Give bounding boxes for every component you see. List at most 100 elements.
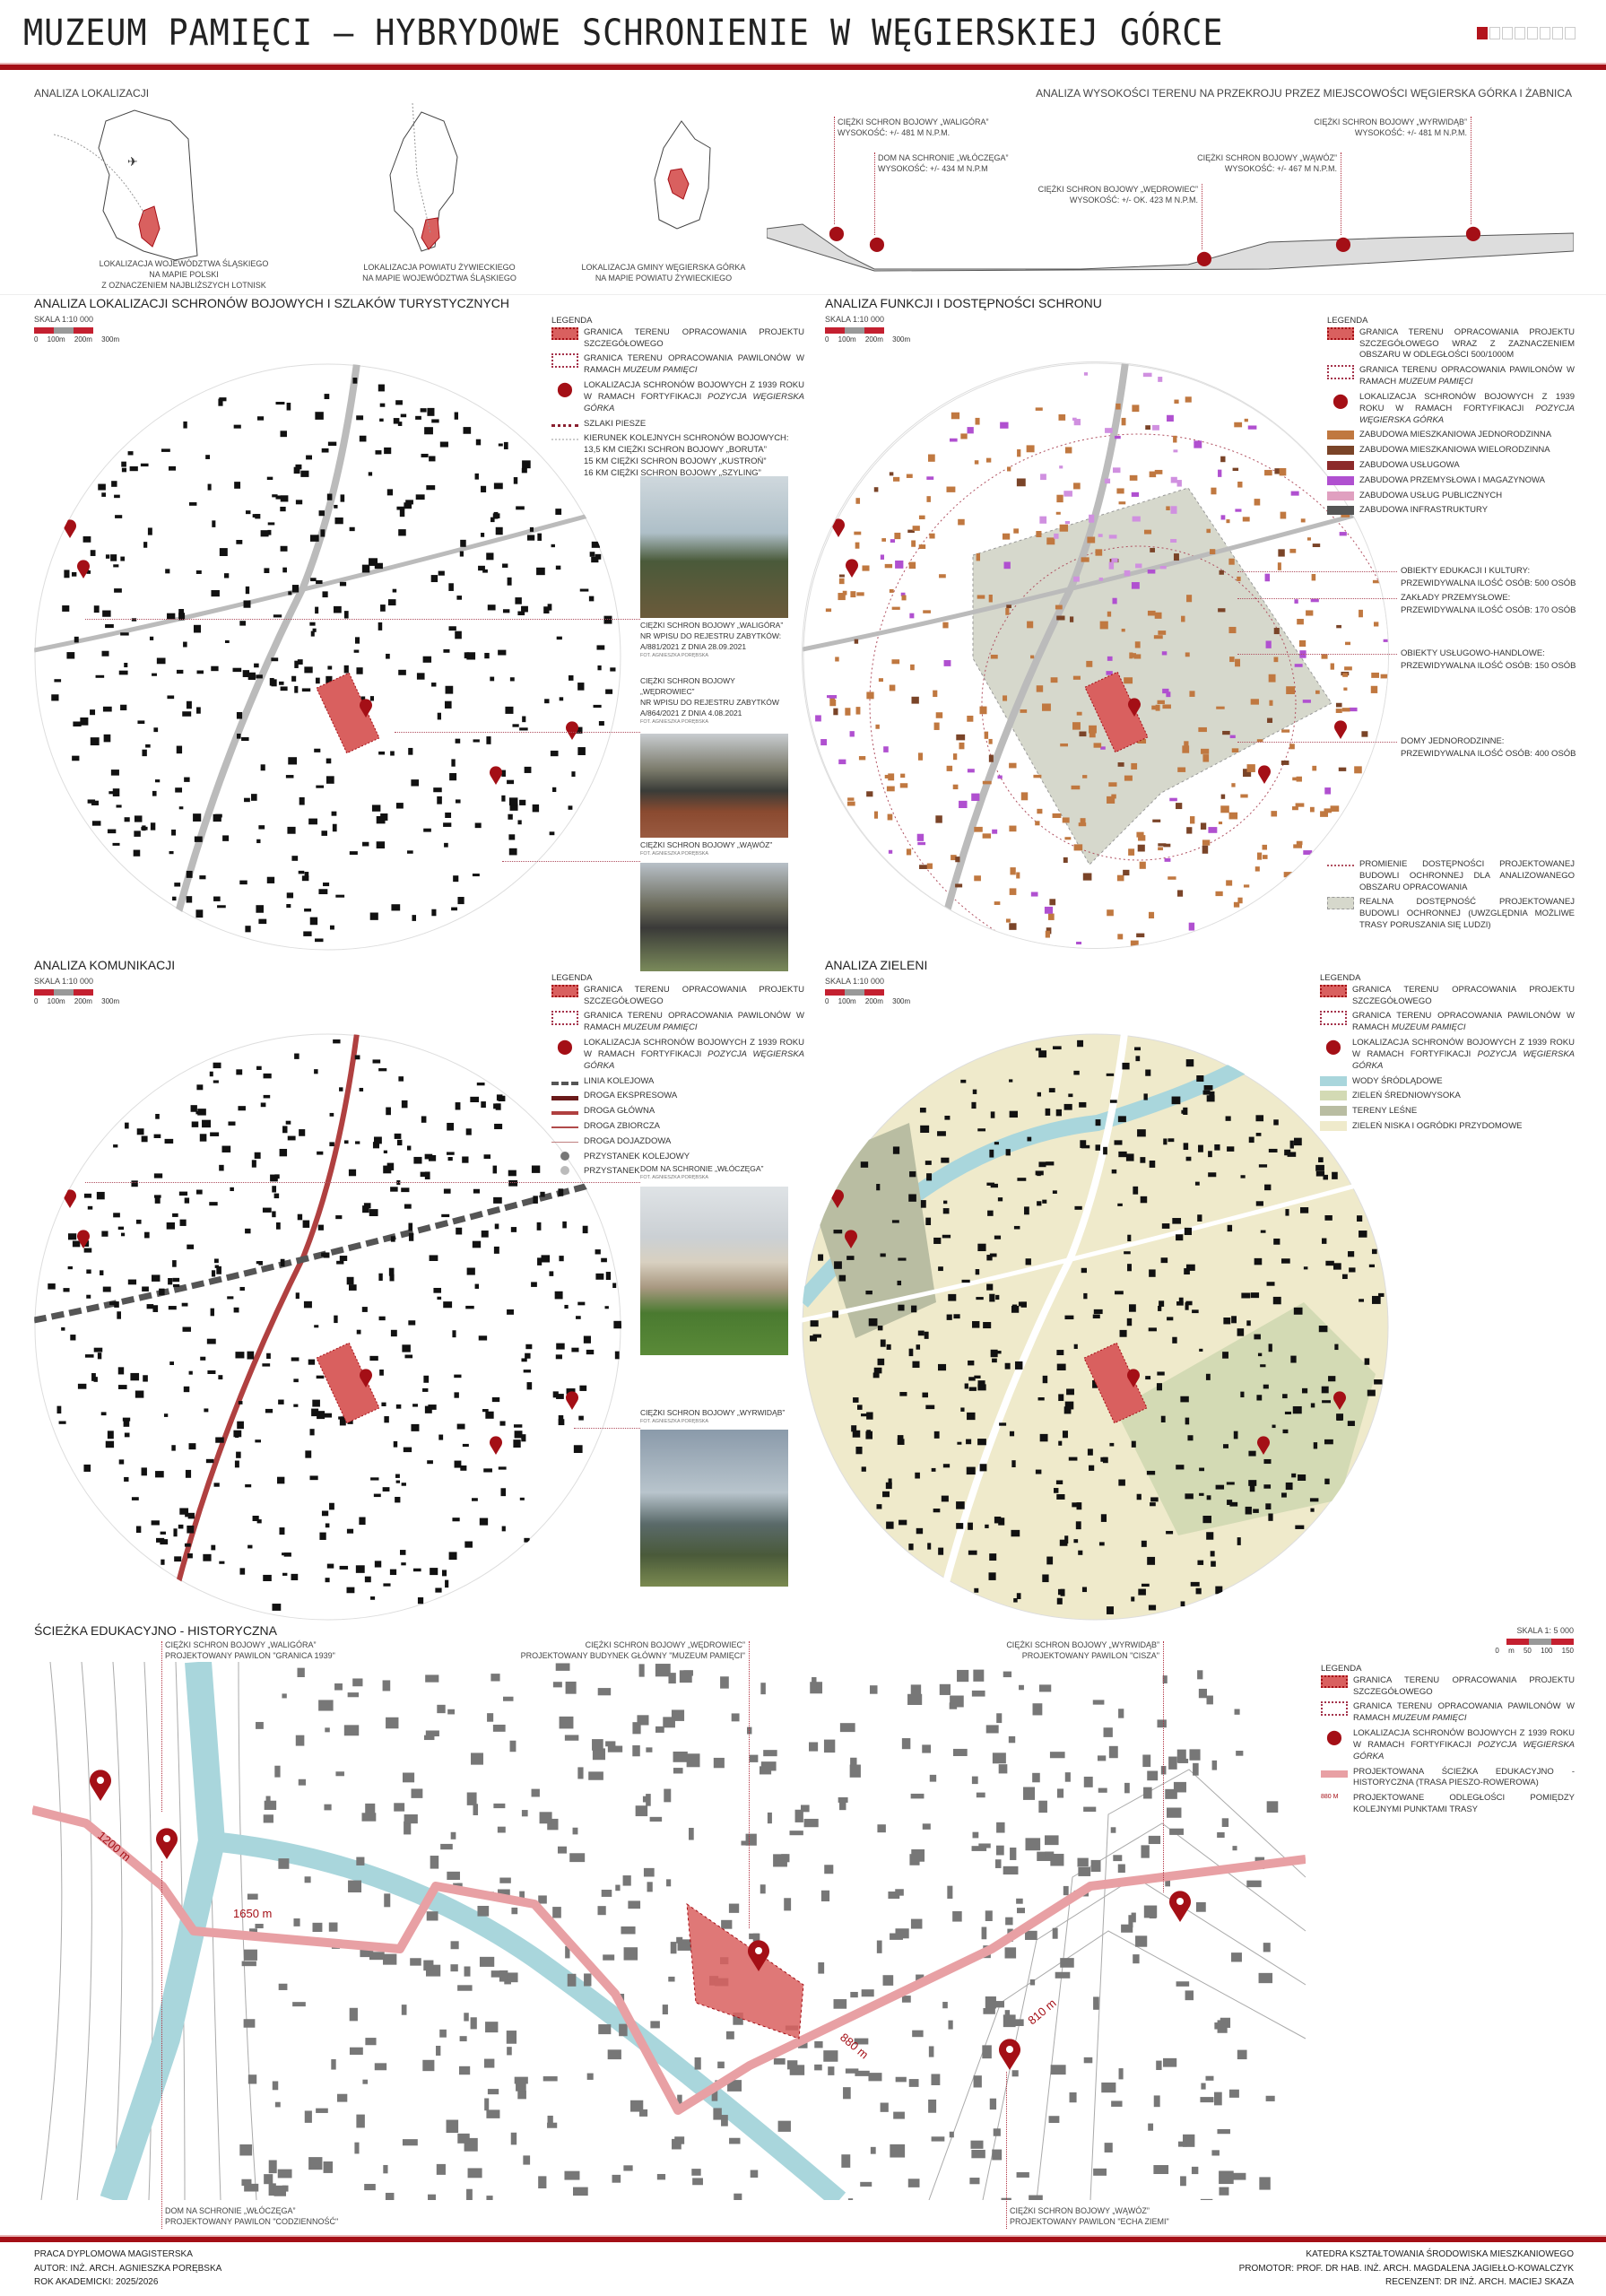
map-shelters-trails[interactable]	[34, 363, 621, 951]
building	[120, 1232, 126, 1237]
airport-icon: ✈	[127, 154, 138, 169]
building	[1324, 1214, 1333, 1221]
building	[508, 834, 516, 840]
building	[850, 1757, 857, 1767]
pin-icon	[64, 519, 76, 538]
building	[524, 766, 532, 773]
building	[326, 776, 334, 784]
building	[1006, 604, 1011, 609]
bus-stop-swatch	[551, 1166, 578, 1177]
building	[1211, 2150, 1220, 2156]
building	[855, 1447, 863, 1455]
building	[928, 2099, 937, 2113]
building	[1182, 745, 1190, 753]
building	[1176, 803, 1183, 810]
building	[852, 1430, 861, 1438]
building	[1158, 1306, 1162, 1311]
building	[923, 610, 931, 613]
building	[326, 675, 333, 684]
map-functions-accessibility[interactable]	[802, 361, 1389, 949]
building	[122, 1417, 131, 1422]
building	[1214, 1144, 1220, 1151]
building	[117, 1367, 125, 1375]
building	[505, 706, 514, 714]
leader-line	[749, 1641, 750, 1928]
map-communication[interactable]	[34, 1033, 621, 1621]
building	[1183, 1143, 1189, 1151]
building	[1177, 767, 1186, 772]
building	[1027, 621, 1034, 629]
building	[182, 711, 192, 717]
building	[321, 1510, 329, 1517]
building	[1357, 1215, 1363, 1222]
building	[404, 502, 412, 509]
building	[346, 1587, 355, 1594]
building	[265, 1408, 273, 1413]
building	[760, 1761, 777, 1771]
building	[1220, 515, 1226, 520]
main-road	[933, 362, 1129, 948]
building	[1093, 1309, 1103, 1315]
building	[979, 1464, 987, 1472]
building	[151, 1520, 160, 1526]
building	[1273, 628, 1280, 635]
building	[692, 2178, 703, 2186]
building	[579, 588, 589, 592]
distance-label: 880 m	[838, 2031, 871, 2062]
building	[1106, 1073, 1115, 1076]
building	[272, 1186, 277, 1193]
building	[1056, 1350, 1064, 1356]
building	[260, 530, 269, 537]
building	[916, 1344, 921, 1350]
building	[179, 1508, 189, 1515]
building	[291, 856, 299, 861]
building	[300, 470, 309, 477]
map-greenery[interactable]	[802, 1033, 1389, 1621]
building	[105, 1440, 115, 1448]
building	[487, 1713, 494, 1722]
building	[899, 1392, 907, 1396]
building	[1343, 687, 1348, 691]
building	[383, 1583, 391, 1587]
building	[430, 1856, 439, 1869]
building	[256, 674, 263, 679]
building	[483, 1468, 492, 1473]
building	[1168, 876, 1176, 880]
building	[1058, 413, 1066, 421]
building	[63, 1288, 70, 1292]
building	[438, 1434, 444, 1440]
building	[1108, 1745, 1118, 1759]
building	[662, 2005, 668, 2015]
building	[285, 1120, 291, 1125]
building	[1283, 872, 1293, 878]
building	[1056, 494, 1063, 503]
building	[293, 1404, 299, 1407]
pavilion-swatch	[551, 353, 578, 369]
radius-500	[981, 545, 1297, 861]
building	[996, 1822, 1005, 1833]
building	[1132, 516, 1141, 522]
building	[1243, 884, 1250, 888]
building	[143, 542, 148, 548]
building	[416, 673, 425, 680]
building	[595, 1249, 601, 1255]
building	[983, 2007, 995, 2014]
building	[1107, 909, 1114, 917]
building	[237, 733, 241, 739]
building	[1296, 840, 1303, 846]
building	[1256, 1395, 1263, 1401]
building	[568, 805, 573, 810]
building	[1163, 1138, 1168, 1145]
building	[1107, 796, 1116, 804]
building	[1124, 677, 1133, 684]
building	[1009, 1110, 1018, 1118]
building	[882, 1491, 890, 1498]
building	[919, 1108, 926, 1113]
building	[960, 1079, 967, 1083]
route-stop-label: DOM NA SCHRONIE „WŁÓCZĘGA”PROJEKTOWANY P…	[165, 2206, 339, 2227]
building	[1294, 664, 1303, 667]
building	[1103, 1146, 1107, 1155]
building	[382, 1680, 391, 1692]
sec3-title: ANALIZA KOMUNIKACJI	[34, 958, 176, 972]
